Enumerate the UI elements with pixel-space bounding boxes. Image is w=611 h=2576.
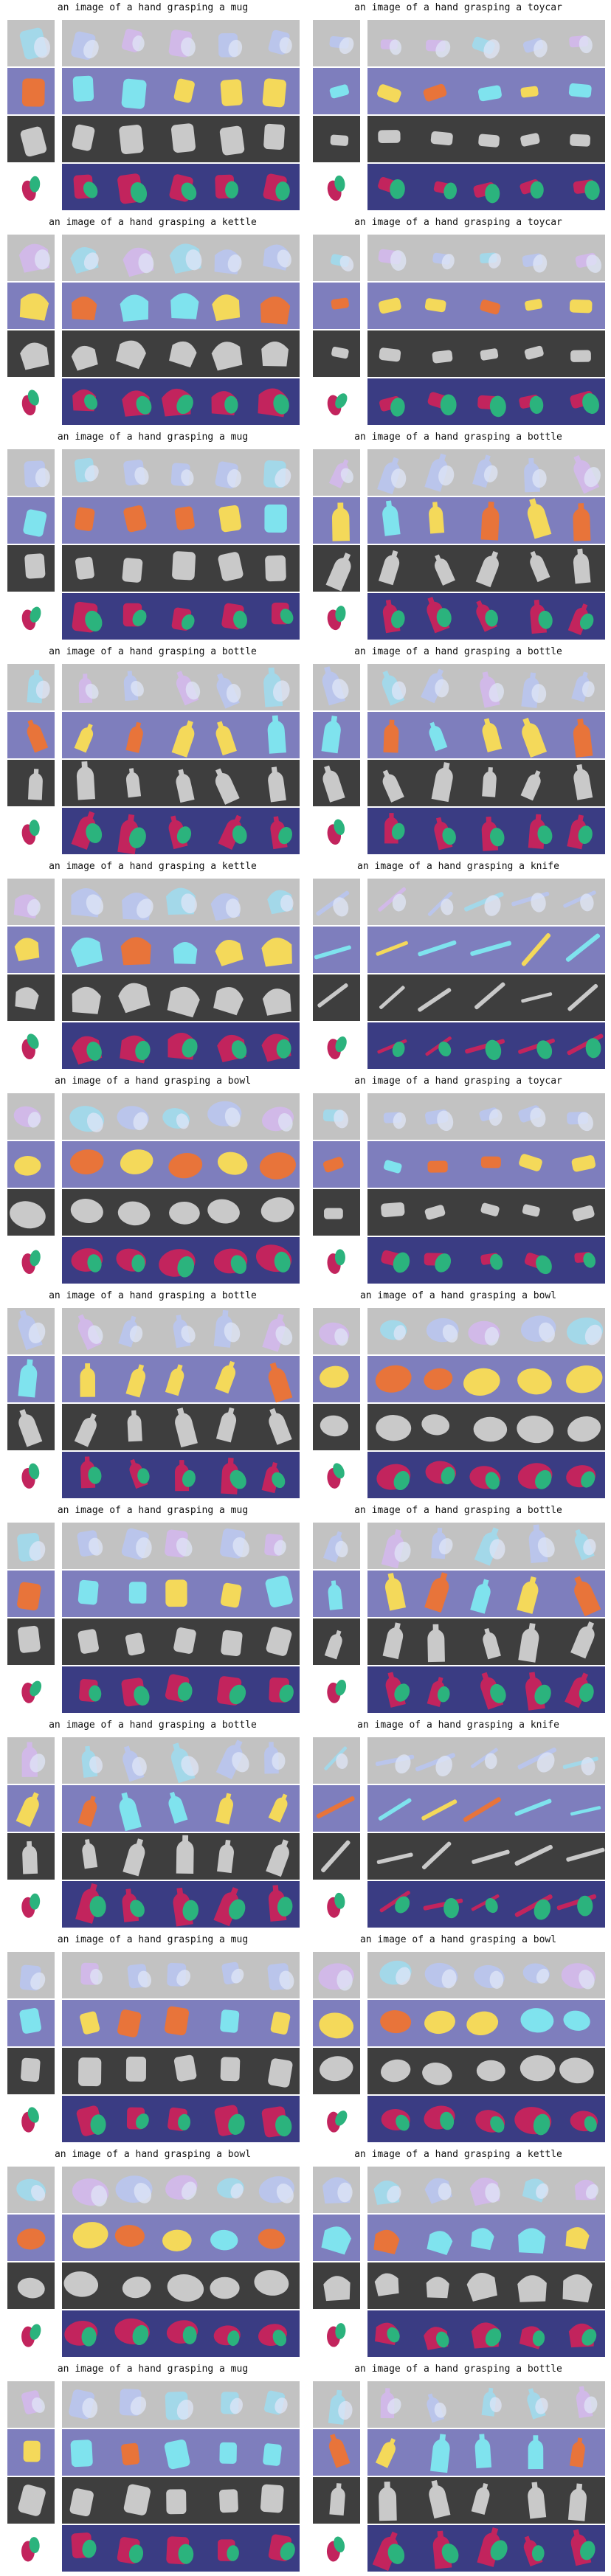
render-strips [7, 879, 300, 1069]
render-figure [306, 231, 611, 429]
result-panel: an image of a hand grasping a bottle [306, 2361, 611, 2576]
render-figure [306, 660, 611, 859]
render-figure [0, 446, 306, 644]
render-strips [7, 1308, 300, 1498]
result-panel: an image of a hand grasping a kettle [0, 859, 306, 1073]
render-strips [313, 664, 605, 854]
result-panel: an image of a hand grasping a bottle [306, 644, 611, 859]
result-panel: an image of a hand grasping a bottle [306, 429, 611, 644]
render-strips [313, 2381, 605, 2572]
panel-caption: an image of a hand grasping a bowl [359, 1934, 557, 1945]
result-panel: an image of a hand grasping a bowl [0, 1073, 306, 1288]
result-panel: an image of a hand grasping a knife [306, 1717, 611, 1932]
result-panel: an image of a hand grasping a bottle [0, 644, 306, 859]
render-strips [313, 1308, 605, 1498]
render-figure [0, 1519, 306, 1717]
panel-caption: an image of a hand grasping a kettle [354, 2149, 562, 2160]
panel-caption: an image of a hand grasping a kettle [49, 861, 257, 872]
render-figure [306, 2378, 611, 2576]
render-strips [313, 20, 605, 210]
panel-caption: an image of a hand grasping a bowl [54, 1076, 252, 1087]
render-figure [0, 1734, 306, 1932]
result-panel: an image of a hand grasping a mug [0, 2361, 306, 2576]
result-panel: an image of a hand grasping a toycar [306, 0, 611, 215]
result-panel: an image of a hand grasping a toycar [306, 215, 611, 429]
render-strips [313, 1523, 605, 1713]
panel-caption: an image of a hand grasping a knife [357, 1720, 559, 1731]
panel-caption: an image of a hand grasping a bottle [49, 1290, 257, 1301]
panel-caption: an image of a hand grasping a knife [357, 861, 559, 872]
render-strips [7, 20, 300, 210]
render-figure [0, 1090, 306, 1288]
render-strips [313, 235, 605, 425]
render-figure [306, 2163, 611, 2361]
panel-caption: an image of a hand grasping a toycar [354, 2, 562, 13]
result-panel: an image of a hand grasping a bottle [0, 1288, 306, 1503]
render-figure [306, 1304, 611, 1503]
panel-caption: an image of a hand grasping a bottle [354, 646, 562, 657]
render-strips [7, 1737, 300, 1928]
render-figure [0, 1948, 306, 2147]
render-strips [7, 2381, 300, 2572]
panel-caption: an image of a hand grasping a bottle [354, 432, 562, 443]
render-figure [306, 1519, 611, 1717]
panel-caption: an image of a hand grasping a bottle [354, 1505, 562, 1516]
panel-caption: an image of a hand grasping a kettle [49, 217, 257, 228]
panel-caption: an image of a hand grasping a mug [57, 1934, 249, 1945]
result-panel: an image of a hand grasping a bottle [0, 1717, 306, 1932]
render-figure [0, 875, 306, 1073]
panel-caption: an image of a hand grasping a mug [57, 432, 249, 443]
render-figure [0, 1304, 306, 1503]
result-panel: an image of a hand grasping a bowl [306, 1932, 611, 2147]
render-strips [7, 235, 300, 425]
panel-caption: an image of a hand grasping a bottle [49, 1720, 257, 1731]
render-figure [0, 16, 306, 215]
panel-caption: an image of a hand grasping a mug [57, 2, 249, 13]
result-panel: an image of a hand grasping a bottle [306, 1503, 611, 1717]
render-strips [7, 664, 300, 855]
result-panel: an image of a hand grasping a toycar [306, 1073, 611, 1288]
render-strips [7, 1093, 300, 1284]
render-figure [0, 2163, 306, 2361]
panel-caption: an image of a hand grasping a bottle [354, 2364, 562, 2375]
result-panel: an image of a hand grasping a mug [0, 1932, 306, 2147]
render-figure [306, 446, 611, 644]
render-strips [313, 879, 605, 1069]
render-strips [7, 2167, 300, 2357]
result-panel: an image of a hand grasping a kettle [0, 215, 306, 429]
mask-strip [313, 974, 360, 1021]
panel-caption: an image of a hand grasping a bowl [54, 2149, 252, 2160]
render-figure [306, 16, 611, 215]
result-panel: an image of a hand grasping a mug [0, 1503, 306, 1717]
panel-caption: an image of a hand grasping a toycar [354, 217, 562, 228]
render-figure [0, 231, 306, 429]
render-strips [313, 449, 605, 640]
render-strips [7, 449, 300, 640]
result-panel: an image of a hand grasping a mug [0, 0, 306, 215]
render-figure [306, 1734, 611, 1932]
panel-caption: an image of a hand grasping a bowl [359, 1290, 557, 1301]
render-strips [313, 1737, 605, 1928]
result-panel: an image of a hand grasping a mug [0, 429, 306, 644]
render-figure [306, 1090, 611, 1288]
panel-caption: an image of a hand grasping a bottle [49, 646, 257, 657]
render-strips [313, 1093, 605, 1284]
result-panel: an image of a hand grasping a bowl [306, 1288, 611, 1503]
panel-caption: an image of a hand grasping a mug [57, 1505, 249, 1516]
result-panel: an image of a hand grasping a knife [306, 859, 611, 1073]
render-strips [313, 1952, 605, 2142]
render-figure [0, 660, 306, 859]
render-figure [0, 2378, 306, 2576]
result-panel: an image of a hand grasping a kettle [306, 2147, 611, 2361]
render-strips [313, 2167, 605, 2357]
render-strips [7, 1952, 300, 2142]
render-strips [7, 1523, 300, 1713]
render-figure [306, 1948, 611, 2147]
render-figure [306, 875, 611, 1073]
result-panel: an image of a hand grasping a bowl [0, 2147, 306, 2361]
panel-caption: an image of a hand grasping a mug [57, 2364, 249, 2375]
panel-caption: an image of a hand grasping a toycar [354, 1076, 562, 1087]
